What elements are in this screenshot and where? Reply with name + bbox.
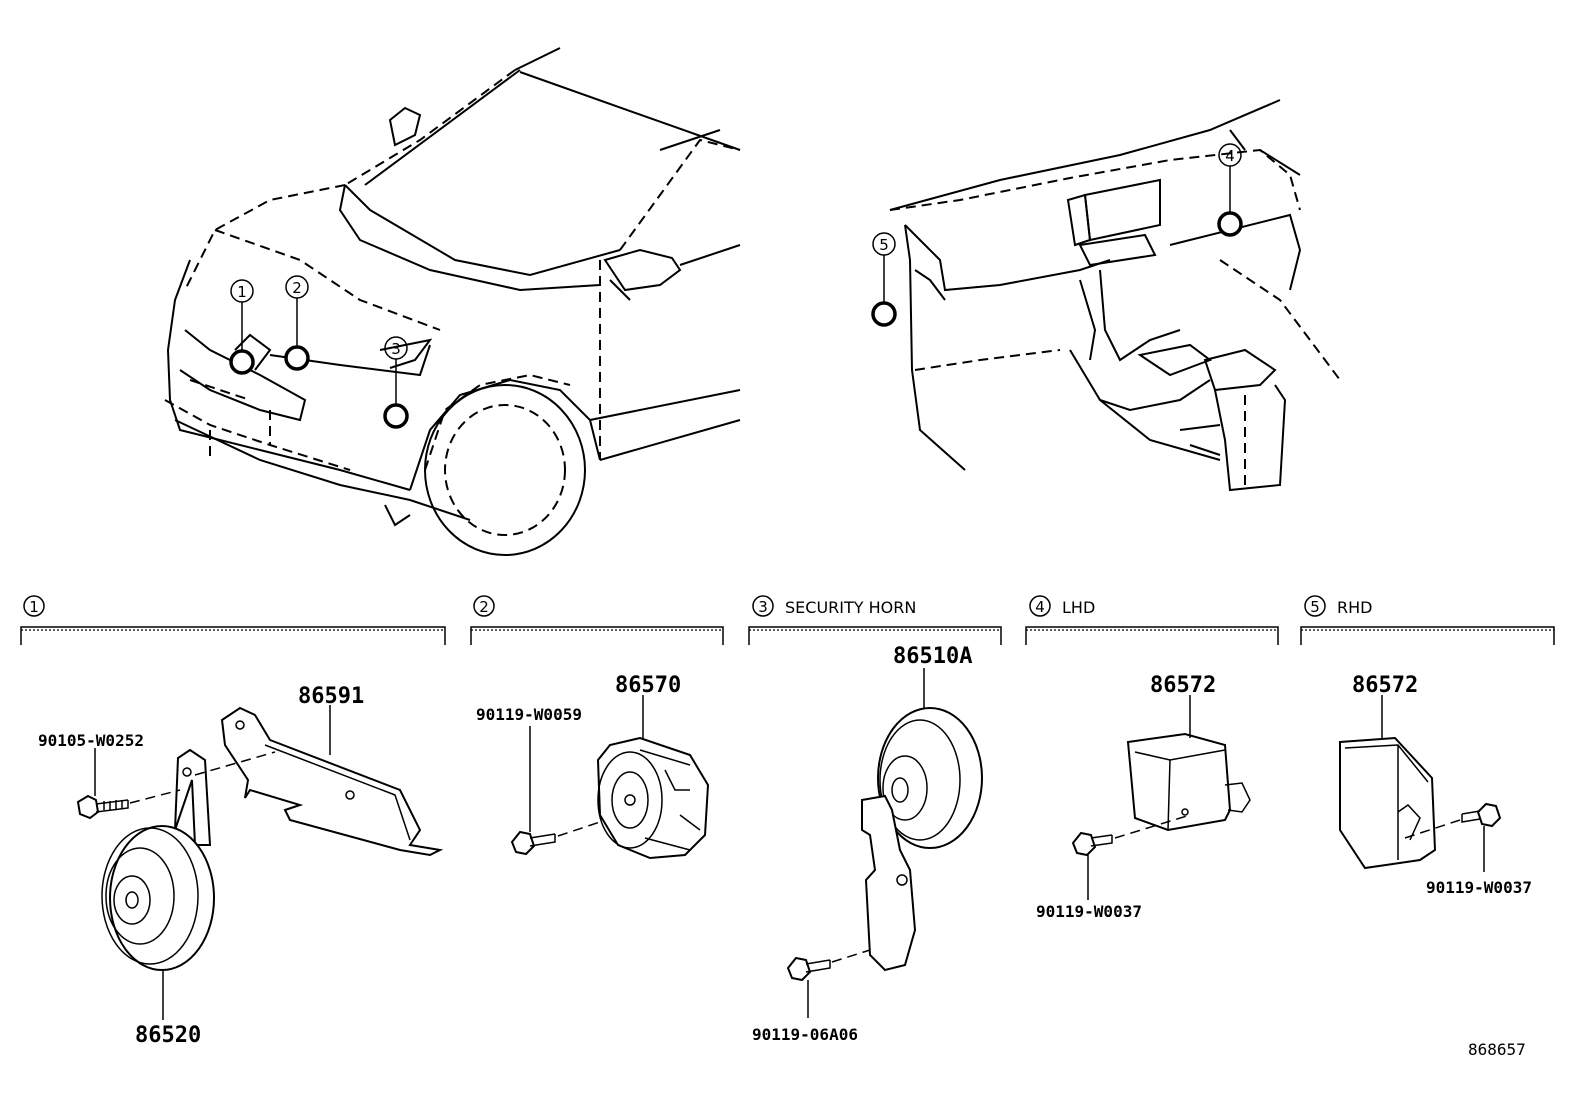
section-5-parts xyxy=(1339,695,1502,872)
callout-1: 1 xyxy=(229,279,255,375)
bolt-90119-06A06 xyxy=(786,956,812,982)
bolt-90119-W0059 xyxy=(510,830,536,856)
horn-86510A-bracket xyxy=(861,794,917,972)
callout-4: 4 xyxy=(1217,143,1243,237)
svg-text:4: 4 xyxy=(1035,598,1045,616)
section-4-parts xyxy=(1071,695,1251,900)
bolt-90119-W0037-rhd xyxy=(1476,802,1502,828)
part-number-90119-06A06: 90119-06A06 xyxy=(752,1025,858,1044)
bolt-90119-W0037-lhd xyxy=(1071,831,1097,857)
part-number-90119-W0059: 90119-W0059 xyxy=(476,705,582,724)
section-3-parts xyxy=(786,668,983,1018)
part-number-86520: 86520 xyxy=(135,1023,201,1048)
callout-2: 2 xyxy=(284,275,310,371)
section-2-header: 2 xyxy=(470,595,724,645)
section-3-label: SECURITY HORN xyxy=(785,598,916,617)
module-86572-rhd xyxy=(1339,736,1437,870)
section-5-label: RHD xyxy=(1337,598,1372,617)
vehicle-interior-illustration xyxy=(889,99,1341,492)
part-number-90119-W0037-rhd: 90119-W0037 xyxy=(1426,878,1532,897)
section-2-parts xyxy=(510,695,710,860)
svg-text:4: 4 xyxy=(1225,147,1235,165)
horn-86510A xyxy=(877,707,983,849)
section-4-label: LHD xyxy=(1062,598,1095,617)
callout-3: 3 xyxy=(383,336,409,429)
vehicle-front-illustration xyxy=(164,47,741,556)
diagram-reference-number: 868657 xyxy=(1468,1040,1526,1059)
part-number-86570: 86570 xyxy=(615,673,681,698)
section-1-parts xyxy=(76,705,444,1020)
section-3-header: 3 SECURITY HORN xyxy=(748,595,1002,645)
section-4-header: 4 LHD xyxy=(1025,595,1279,645)
svg-text:1: 1 xyxy=(29,598,39,616)
part-number-86572-lhd: 86572 xyxy=(1150,673,1216,698)
part-number-86510A: 86510A xyxy=(893,644,972,669)
svg-text:3: 3 xyxy=(758,598,768,616)
horn-86570 xyxy=(596,736,710,860)
svg-text:5: 5 xyxy=(1310,598,1320,616)
svg-text:3: 3 xyxy=(391,340,401,358)
svg-text:2: 2 xyxy=(292,279,302,297)
section-5-header: 5 RHD xyxy=(1300,595,1555,645)
svg-text:1: 1 xyxy=(237,283,247,301)
callout-5: 5 xyxy=(871,232,897,327)
module-86572-lhd xyxy=(1126,732,1232,832)
svg-text:5: 5 xyxy=(879,236,889,254)
bracket-86591 xyxy=(220,706,444,857)
part-number-86591: 86591 xyxy=(298,684,364,709)
part-number-90119-W0037-lhd: 90119-W0037 xyxy=(1036,902,1142,921)
part-number-90105-W0252: 90105-W0252 xyxy=(38,731,144,750)
part-number-86572-rhd: 86572 xyxy=(1352,673,1418,698)
horn-86520 xyxy=(109,825,215,971)
section-1-header: 1 xyxy=(20,595,446,645)
bolt-90105-W0252 xyxy=(76,794,100,820)
svg-text:2: 2 xyxy=(479,598,489,616)
